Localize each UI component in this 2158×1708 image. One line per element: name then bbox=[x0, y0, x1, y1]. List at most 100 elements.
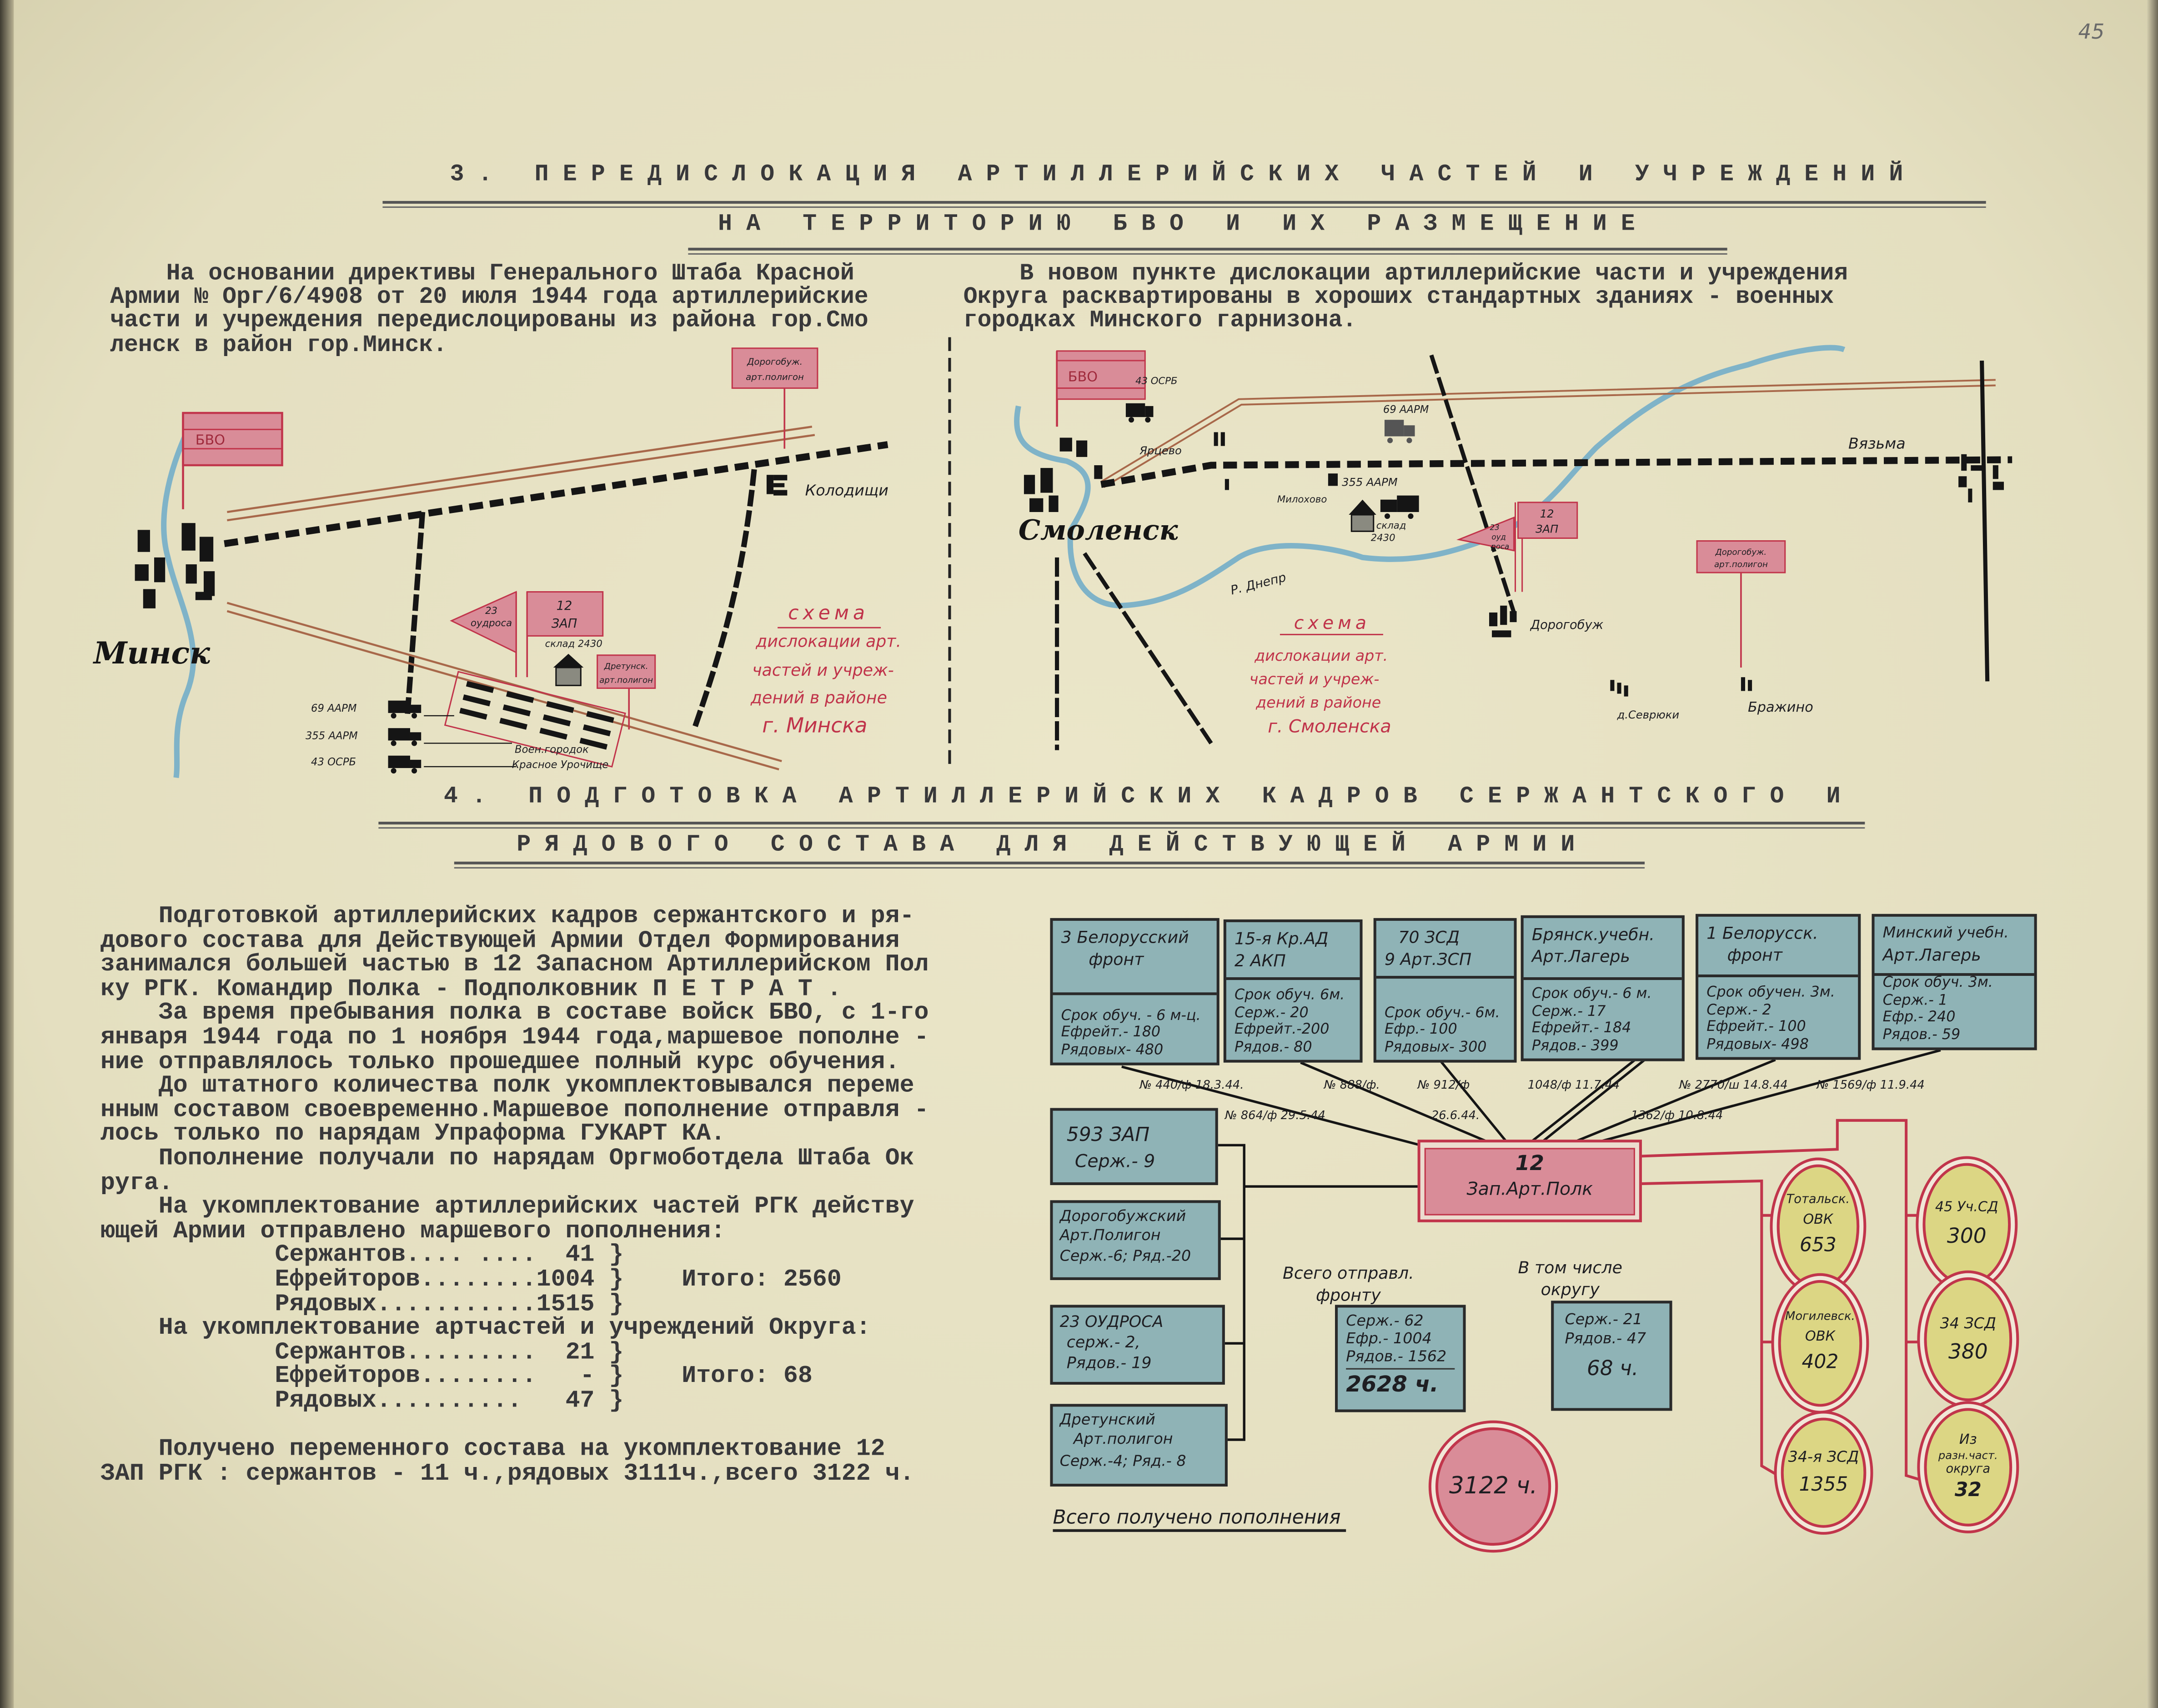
receiver-value: 32 bbox=[1954, 1479, 1982, 1501]
text-line: нным составом своевременно.Маршевое попо… bbox=[100, 1096, 929, 1125]
source-stat: Серж.- 1 bbox=[1882, 991, 1948, 1009]
unit-stat: Серж.-6; Ряд.-20 bbox=[1059, 1247, 1191, 1265]
order-label: № 888/ф. bbox=[1323, 1078, 1380, 1092]
label-kolodishchi: Колодищи bbox=[805, 482, 888, 499]
flag-label: 23 bbox=[485, 605, 497, 616]
side-unit-box: 593 ЗАП Серж.- 9 bbox=[1050, 1108, 1218, 1186]
source-stat: Рядовых- 480 bbox=[1061, 1041, 1164, 1058]
flag-23-oudrosa bbox=[1456, 516, 1515, 552]
side-unit-box: Дорогобужский Арт.Полигон Серж.-6; Ряд.-… bbox=[1050, 1200, 1221, 1280]
label-depot: склад 2430 bbox=[545, 638, 602, 649]
unit-name: Арт.Полигон bbox=[1059, 1226, 1161, 1245]
receiver-name: 34-я ЗСД bbox=[1788, 1447, 1859, 1466]
dorogobuzh-range-flag bbox=[731, 347, 818, 389]
legend-title: схема bbox=[1294, 613, 1370, 633]
flag-label: ЗАП bbox=[1536, 522, 1558, 535]
page-edge-right bbox=[2147, 0, 2158, 1708]
source-stat: Рядов.- 80 bbox=[1235, 1038, 1312, 1055]
divider bbox=[378, 821, 1865, 825]
label-vyazma: Вязьма bbox=[1848, 435, 1906, 452]
label-dorogobuzh: Дорогобуж bbox=[1530, 618, 1604, 632]
source-stat: Срок обуч.- 6м. bbox=[1384, 1004, 1500, 1021]
source-stat: Срок обуч. 3м. bbox=[1882, 974, 1993, 991]
legend-line: частей и учреж- bbox=[1250, 670, 1380, 688]
flag-label: Дорогобуж. bbox=[747, 357, 803, 367]
truck-icon bbox=[388, 700, 422, 718]
legend-line: г. Смоленска bbox=[1268, 716, 1391, 737]
text-line: руга. bbox=[100, 1169, 173, 1197]
order-label: № 440/ф 18.3.44. bbox=[1139, 1078, 1244, 1092]
river-svisloch bbox=[161, 418, 196, 778]
divider bbox=[454, 867, 1645, 870]
label-yartsevo: Ярцево bbox=[1139, 444, 1182, 457]
label-unit: 355 ААРМ bbox=[306, 730, 358, 742]
source-name: Брянск.учебн. bbox=[1531, 925, 1655, 944]
source-name: фронт bbox=[1727, 945, 1782, 965]
text-line: Получено переменного состава на укомплек… bbox=[100, 1436, 885, 1463]
source-name: 1 Белорусск. bbox=[1706, 923, 1818, 943]
label-unit: 355 ААРМ bbox=[1342, 476, 1398, 488]
flag-12-zap bbox=[526, 591, 604, 637]
text-line: Подготовкой артиллерийских кадров сержан… bbox=[100, 903, 914, 931]
source-name: Арт.Лагерь bbox=[1882, 945, 1981, 965]
source-stat: Ефр.- 240 bbox=[1882, 1009, 1956, 1025]
receiver-value: 402 bbox=[1802, 1351, 1839, 1374]
section3-heading-line2: НА ТЕРРИТОРИЮ БВО И ИХ РАЗМЕЩЕНИЕ bbox=[718, 212, 1649, 238]
unit-name: Арт.полигон bbox=[1073, 1430, 1173, 1448]
order-label: № 1569/ф 11.9.44 bbox=[1816, 1078, 1924, 1092]
text-line: На укомплектование артиллерийских частей… bbox=[100, 1193, 914, 1221]
legend-line: частей и учреж- bbox=[752, 660, 894, 680]
label-unit: 69 ААРМ bbox=[311, 703, 356, 714]
label-brazhino: Бражино bbox=[1748, 699, 1813, 715]
text-line: Пополнение получали по нарядам Оргмоботд… bbox=[100, 1145, 914, 1173]
divider bbox=[382, 206, 1986, 209]
order-label: 1362/ф 10.8.44 bbox=[1631, 1109, 1723, 1122]
text-line: За время пребывания полка в составе войс… bbox=[100, 1000, 929, 1028]
text-line: занимался большей частью в 12 Запасном А… bbox=[100, 951, 929, 979]
to-front-label: Всего отправл.фронту bbox=[1283, 1262, 1414, 1306]
receiver-circle: Из разн.част. округа 32 bbox=[1924, 1408, 2012, 1527]
text-line: Рядовых...........1515 } bbox=[100, 1290, 624, 1318]
divider bbox=[688, 253, 1727, 256]
text-line: ющей Армии отправлено маршевого пополнен… bbox=[100, 1217, 726, 1246]
city-minsk-icon bbox=[135, 523, 215, 608]
label-city-minsk: Минск bbox=[93, 635, 211, 671]
railway bbox=[1100, 456, 2012, 488]
source-name: Минский учебн. bbox=[1882, 923, 2009, 942]
receiver-value: 1355 bbox=[1799, 1473, 1848, 1496]
total-value: 2628 ч. bbox=[1346, 1371, 1439, 1397]
source-name: 9 Арт.ЗСП bbox=[1384, 949, 1472, 969]
text-line: части и учреждения передислоцированы из … bbox=[110, 309, 868, 335]
flag-label: Дорогобуж. bbox=[1715, 548, 1767, 557]
source-name: 2 АКП bbox=[1235, 951, 1286, 970]
depot-building-icon bbox=[553, 653, 584, 686]
truck-icon bbox=[1384, 420, 1415, 443]
side-unit-box: 23 ОУДРОСА серж.- 2, Рядов.- 19 bbox=[1050, 1305, 1225, 1385]
section4-heading-line2: РЯДОВОГО СОСТАВА ДЛЯ ДЕЙСТВУЮЩЕЙ АРМИИ bbox=[517, 833, 1589, 859]
smolensk-map: БВО 43 ОСРБ Ярцево 69 ААРМ 355 ААРМ Мило… bbox=[1014, 345, 2012, 750]
source-stat: Серж.- 17 bbox=[1531, 1003, 1606, 1020]
receiver-name: округа bbox=[1946, 1462, 1991, 1477]
source-stat: Срок обуч. 6м. bbox=[1235, 987, 1345, 1004]
flag-label: роса bbox=[1491, 543, 1509, 551]
legend-line: дислокации арт. bbox=[1254, 647, 1388, 664]
legend-line: дислокации арт. bbox=[755, 632, 901, 651]
city-smolensk-icon bbox=[1024, 437, 1103, 512]
label-depot: 2430 bbox=[1371, 532, 1395, 543]
text-line: Сержантов......... 21 } bbox=[100, 1339, 624, 1366]
source-stat: Серж.- 20 bbox=[1235, 1004, 1309, 1021]
dretun-range-flag bbox=[597, 654, 656, 689]
receiver-name: 45 Уч.СД bbox=[1935, 1200, 1998, 1216]
label-camp: Красное Урочище bbox=[512, 759, 608, 771]
total-line: Серж.- 21 bbox=[1565, 1310, 1642, 1328]
receiver-value: 653 bbox=[1799, 1235, 1837, 1257]
order-label: 26.6.44. bbox=[1431, 1109, 1480, 1122]
order-label: № 864/ф 29.5.44 bbox=[1224, 1109, 1325, 1122]
label-milokhovo: Милохово bbox=[1277, 493, 1327, 505]
text-line: ЗАП РГК : сержантов - 11 ч.,рядовых 3111… bbox=[100, 1460, 914, 1487]
kolodishchi-icon bbox=[766, 475, 788, 496]
side-unit-box: Дретунский Арт.полигон Серж.-4; Ряд.- 8 bbox=[1050, 1404, 1228, 1487]
source-name: Арт.Лагерь bbox=[1531, 947, 1630, 966]
